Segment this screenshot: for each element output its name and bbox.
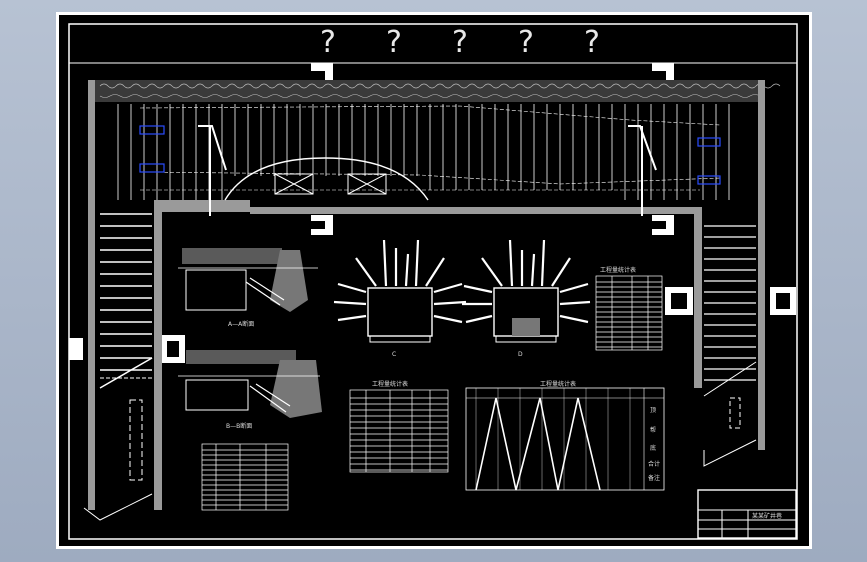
right-table: 工程量统计表 (595, 266, 663, 351)
inner-frame (68, 23, 798, 540)
middle-table: 工程量统计表 (349, 380, 449, 473)
arch-boxes (274, 173, 387, 195)
detail-drawing-2: B—B断面 (178, 350, 322, 430)
beam-left (154, 200, 250, 212)
chart-title: 工程量统计表 (540, 380, 576, 388)
title-mark: ? (320, 25, 336, 60)
chart-label: 备注 (648, 474, 660, 482)
title-block: 某某矿井巷 (697, 489, 797, 539)
chart-label: 帮 (650, 426, 656, 434)
title-mark: ? (452, 25, 468, 60)
svg-text:B—B断面: B—B断面 (226, 422, 252, 430)
chart-label: 顶 (650, 407, 656, 414)
left-outer-wall (88, 80, 95, 510)
right-stair (704, 225, 756, 381)
left-stair (100, 213, 152, 371)
blue-marks (139, 125, 721, 185)
svg-text:C: C (392, 351, 396, 358)
shaft-section-c: C (333, 239, 467, 358)
right-outer-wall (758, 80, 765, 450)
shaft-section-d: D (462, 239, 591, 358)
left-stair-diag (99, 357, 153, 389)
title-mark: ? (518, 25, 534, 60)
title-block-name: 某某矿井巷 (752, 512, 782, 520)
title-mark: ? (386, 25, 402, 60)
title-mark: ? (584, 25, 600, 60)
svg-text:D: D (518, 351, 523, 358)
roof-bolts (117, 104, 730, 200)
chart-label: 合计 (648, 460, 660, 468)
detail-drawing-1: A—A断面 (178, 248, 318, 328)
right-inner-wall (694, 208, 702, 388)
chart-label: 底 (650, 444, 656, 452)
rock-texture (99, 83, 781, 98)
beam-main (250, 207, 702, 214)
svg-text:A—A断面: A—A断面 (228, 320, 254, 328)
braces (198, 125, 657, 216)
title-marks: ? ? ? ? ? (320, 25, 600, 60)
rock-band (95, 80, 763, 102)
middle-table-title: 工程量统计表 (372, 380, 408, 388)
lower-table (201, 443, 289, 511)
section-markers (69, 63, 796, 363)
right-table-title: 工程量统计表 (600, 266, 636, 274)
left-lower-detail (83, 377, 154, 521)
left-inner-wall (154, 200, 162, 510)
schedule-chart: 工程量统计表 顶 帮 底 合计 备注 (465, 380, 665, 491)
right-lower-detail (703, 361, 757, 467)
arch-outline (224, 157, 429, 201)
